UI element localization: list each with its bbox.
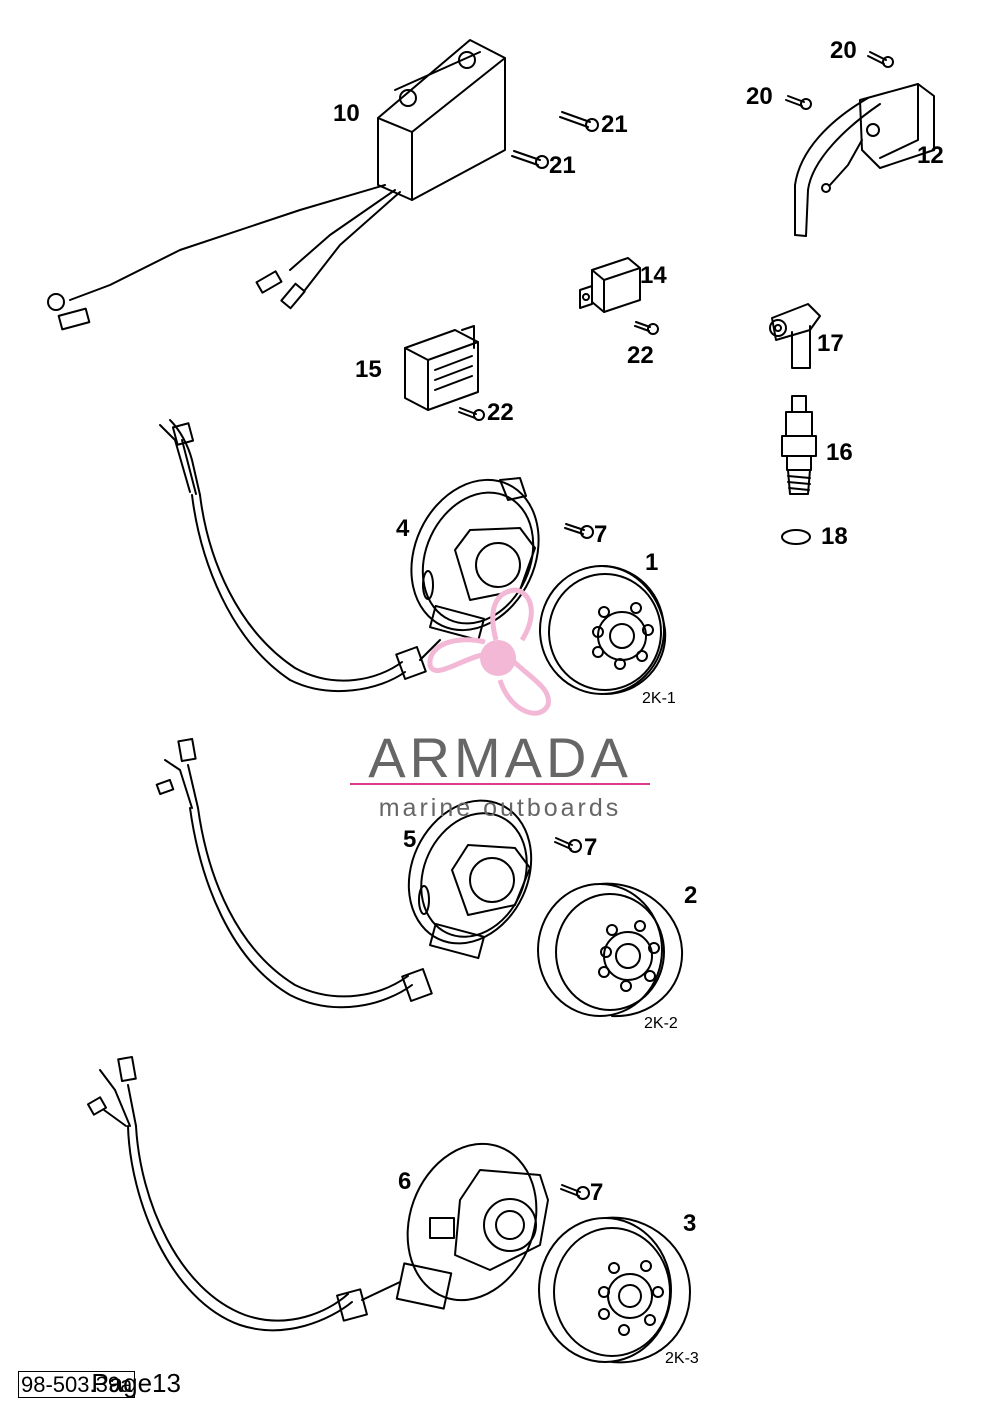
section-label-2k3: 2K-3 [665,1350,699,1367]
callout-12: 12 [917,142,944,169]
callout-4: 4 [396,515,410,542]
screw-22-lower [458,407,485,421]
flywheel-1-part [539,564,667,695]
screw-22-upper [634,321,659,335]
regulator-15-part [404,325,479,411]
callout-7-group1: 7 [594,521,608,548]
document-code: 98-503.39a [18,1371,136,1398]
callout-5: 5 [403,826,417,853]
screw-21-upper [559,111,599,132]
page-number: Page13 [91,1368,181,1398]
screw-7-group3 [560,1184,590,1200]
section-label-2k1: 2K-1 [642,690,676,707]
flywheel-2-part [537,882,684,1018]
o-ring-part [781,529,811,545]
callout-22-lower: 22 [487,399,514,426]
screw-20-lower [785,95,812,110]
callout-17: 17 [817,330,844,357]
callout-18: 18 [821,523,848,550]
callout-15: 15 [355,356,382,383]
callout-6: 6 [398,1168,412,1195]
watermark-subtitle: marine outboards [378,794,622,822]
screw-20-upper [867,51,894,68]
spark-plug-cap-part [769,303,821,369]
callout-20-upper: 20 [830,37,857,64]
callout-10: 10 [333,100,360,127]
callout-16: 16 [826,439,853,466]
spark-plug-part [781,395,817,495]
stator-4-part [159,419,540,692]
callout-2: 2 [684,882,698,909]
callout-3: 3 [683,1210,697,1237]
watermark-title: ARMADA [368,726,632,789]
callout-21-lower: 21 [549,152,576,179]
section-label-2k2: 2K-2 [644,1015,678,1032]
stator-6-part [86,1055,549,1332]
callout-7-group2: 7 [584,834,598,861]
callout-1: 1 [645,549,659,576]
callout-22-upper: 22 [627,342,654,369]
propeller-logo [427,587,551,716]
stator-5-part [155,737,533,1009]
relay-14-part [579,257,641,313]
page-footer: 98-503.39aPage13 [18,1368,181,1398]
cdi-unit-part [47,39,506,331]
watermark-divider [350,783,650,785]
screw-21-lower [511,150,549,169]
screw-7-group2 [554,837,582,853]
ignition-coil-part [794,83,935,237]
screw-7-group1 [564,523,594,539]
callout-20-lower: 20 [746,83,773,110]
flywheel-3-part [538,1216,691,1364]
callout-14: 14 [640,262,667,289]
callout-21-upper: 21 [601,111,628,138]
callout-7-group3: 7 [590,1179,604,1206]
